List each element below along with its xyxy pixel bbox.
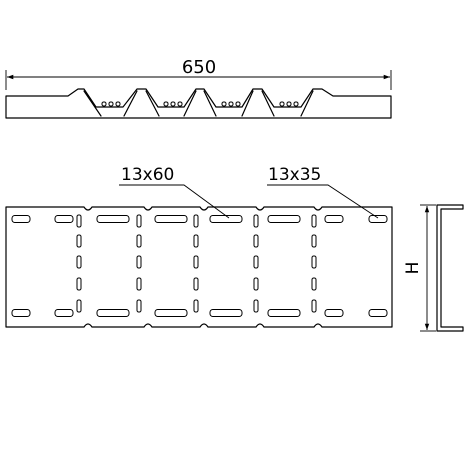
slot-13x60 <box>154 215 188 223</box>
slot-13x35 <box>11 309 31 317</box>
slot-13x60 <box>154 309 188 317</box>
slot-13x35 <box>324 309 344 317</box>
profile-hole <box>228 101 234 107</box>
vertical-slot <box>193 214 199 228</box>
width-dimension: 650 <box>5 57 392 90</box>
vertical-slot <box>253 255 259 269</box>
profile-hole <box>101 101 107 107</box>
vertical-slot <box>253 277 259 291</box>
slot-13x60 <box>209 215 243 223</box>
vertical-slot <box>253 214 259 228</box>
slot-13x60 <box>96 309 130 317</box>
vertical-slot <box>311 214 317 228</box>
profile-hole <box>293 101 299 107</box>
profile-holes <box>101 101 299 107</box>
slot-13x35 <box>54 309 74 317</box>
slot-13x60 <box>96 215 130 223</box>
side-profile-view: H <box>403 204 464 332</box>
slot-13x35 <box>11 215 31 223</box>
slot-13x35 <box>54 215 74 223</box>
profile-hole <box>279 101 285 107</box>
plate-slots <box>11 214 388 317</box>
vertical-slot <box>193 299 199 313</box>
vertical-slot <box>193 277 199 291</box>
slot-13x35 <box>368 215 388 223</box>
vertical-slot <box>136 299 142 313</box>
vertical-slot <box>136 214 142 228</box>
width-dimension-label: 650 <box>182 57 216 78</box>
vertical-slot <box>311 277 317 291</box>
profile-hole <box>286 101 292 107</box>
slot-13x35 <box>368 309 388 317</box>
profile-hole <box>170 101 176 107</box>
vertical-slot <box>253 234 259 248</box>
height-dimension-label: H <box>403 262 423 275</box>
vertical-slot <box>76 234 82 248</box>
vertical-slot <box>136 255 142 269</box>
slot-small-label: 13x35 <box>268 165 321 185</box>
vertical-slot <box>253 299 259 313</box>
profile-hole <box>177 101 183 107</box>
slot-13x60 <box>209 309 243 317</box>
profile-hole <box>115 101 121 107</box>
slot-13x60 <box>267 309 301 317</box>
slot-13x35 <box>324 215 344 223</box>
vertical-slot <box>76 255 82 269</box>
profile-hole <box>235 101 241 107</box>
slot-large-label: 13x60 <box>121 165 174 185</box>
vertical-slot <box>136 277 142 291</box>
connector-profile-view <box>5 88 392 119</box>
vertical-slot <box>76 299 82 313</box>
vertical-slot <box>311 234 317 248</box>
slot-13x60 <box>267 215 301 223</box>
profile-hole <box>163 101 169 107</box>
vertical-slot <box>76 214 82 228</box>
profile-hole <box>108 101 114 107</box>
profile-hole <box>221 101 227 107</box>
leader-line-13x60 <box>119 184 230 219</box>
vertical-slot <box>136 234 142 248</box>
vertical-slot <box>193 234 199 248</box>
vertical-slot <box>311 299 317 313</box>
vertical-slot <box>193 255 199 269</box>
connector-plate-view: 13x60 13x35 <box>5 165 393 328</box>
leader-line-13x35 <box>267 184 379 219</box>
vertical-slot <box>311 255 317 269</box>
vertical-slot <box>76 277 82 291</box>
